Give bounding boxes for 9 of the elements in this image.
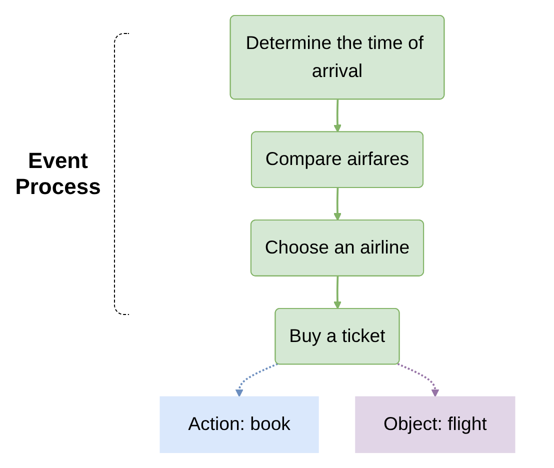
arrow [235,362,278,398]
node-box [160,396,319,454]
arrow [397,363,440,398]
arrow [333,100,342,133]
flowchart: Determine the time of arrival Compare airfares Choose an airline Buy a ticket Action: book Object: flight [129,8,546,460]
arrow [333,276,342,310]
node-box [355,396,516,454]
group-label: Event Process [14,148,102,200]
arrow [333,188,342,221]
